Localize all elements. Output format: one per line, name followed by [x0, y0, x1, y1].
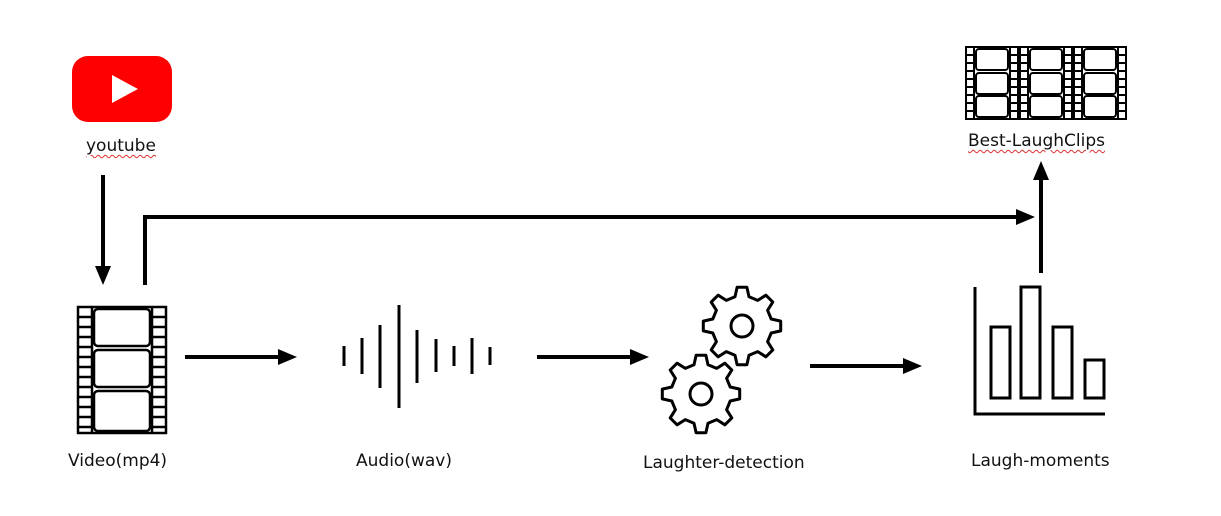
film-strip-icon: [1073, 46, 1127, 120]
sound-wave-icon: [342, 305, 492, 408]
film-strip-icon: [76, 305, 168, 435]
arrow-laughter-to-moments: [810, 358, 922, 374]
arrow-youtube-to-video: [95, 175, 111, 285]
film-strip-icon: [965, 46, 1019, 120]
laughter-detection-label: Laughter-detection: [643, 453, 805, 473]
audio-label: Audio(wav): [356, 451, 452, 471]
gears-icon: [660, 285, 783, 435]
best-laugh-clips-label: Best-LaughClips: [968, 131, 1105, 151]
film-strips-icon: [965, 46, 1127, 120]
bar-chart-icon: [973, 285, 1106, 416]
gear-icon: [701, 285, 783, 367]
video-label: Video(mp4): [68, 451, 168, 471]
youtube-label: youtube: [86, 136, 156, 156]
laugh-moments-label: Laugh-moments: [971, 451, 1110, 471]
gear-icon: [660, 353, 742, 435]
arrow-video-to-audio: [185, 349, 297, 365]
arrow-moments-to-clips: [1033, 161, 1049, 273]
film-strip-icon: [1019, 46, 1073, 120]
arrow-audio-to-laughter: [537, 349, 649, 365]
youtube-logo-icon: [72, 56, 172, 122]
arrow-video-to-clips: [143, 209, 1035, 285]
